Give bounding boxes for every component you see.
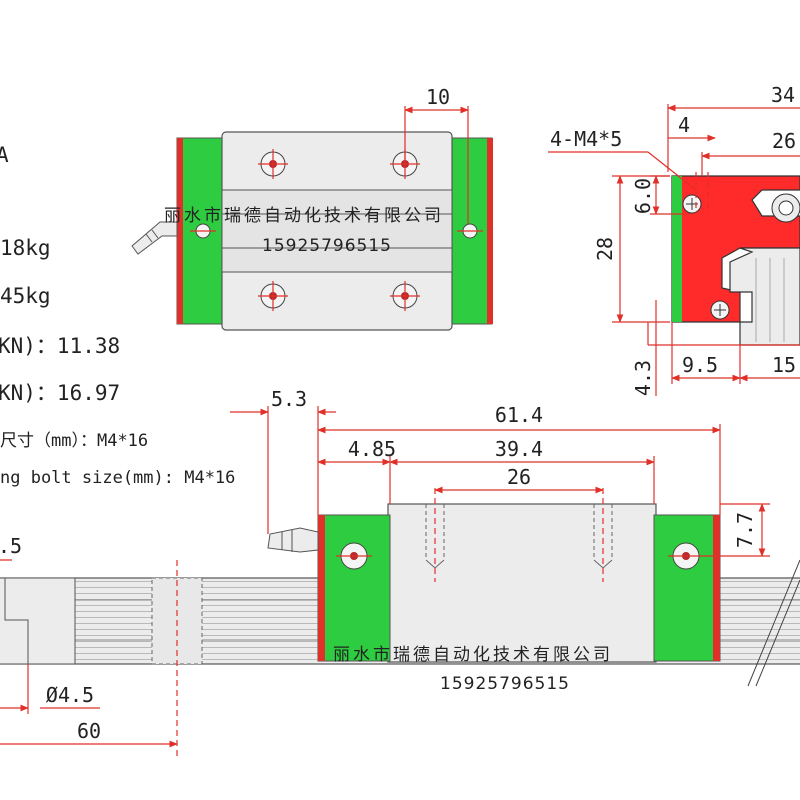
front-carriage-body bbox=[387, 503, 657, 663]
front-thread-hole-left bbox=[425, 488, 445, 582]
top-end-seal-edge-right bbox=[487, 138, 493, 324]
spec-line-1: A bbox=[0, 143, 9, 167]
top-hole-1 bbox=[258, 149, 288, 179]
dim-side-rail-offset: 9.5 bbox=[682, 353, 718, 377]
front-end-seal-right bbox=[653, 514, 721, 662]
front-view: 5.3 61.4 4.85 39.4 26 7.7 7.5 Ø4.5 60 bbox=[0, 387, 800, 760]
spec-line-4: KN)：11.38 bbox=[0, 334, 121, 358]
front-grease-nipple bbox=[267, 527, 319, 553]
top-view: 10 bbox=[131, 85, 493, 331]
top-end-seal-edge-left bbox=[177, 138, 183, 324]
dim-front-nipple: 5.3 bbox=[271, 387, 307, 411]
side-view: 34 4 26 4-M4*5 6.0 28 4.3 9.5 15 bbox=[548, 83, 800, 396]
spec-line-7: ng bolt size(mm): M4*16 bbox=[0, 468, 236, 488]
dim-front-hole-pitch: 26 bbox=[507, 465, 531, 489]
dim-side-thread: 4-M4*5 bbox=[550, 127, 622, 151]
spec-line-5: KN)：16.97 bbox=[0, 381, 121, 405]
top-grease-nipple bbox=[131, 221, 178, 255]
side-block-section bbox=[671, 175, 800, 323]
front-rail-end bbox=[0, 577, 76, 665]
dim-rail-partial: 7.5 bbox=[0, 534, 22, 558]
dim-rail-hole-dia: Ø4.5 bbox=[46, 683, 94, 707]
dim-side-offset: 4 bbox=[678, 113, 690, 137]
top-hole-4 bbox=[390, 281, 420, 311]
watermark-phone-bottom: 15925796515 bbox=[440, 674, 570, 694]
dim-side-total-width: 34 bbox=[771, 83, 795, 107]
top-hole-3 bbox=[258, 281, 288, 311]
watermark-phone-top: 15925796515 bbox=[262, 236, 392, 256]
dim-side-rail-width: 15 bbox=[772, 353, 796, 377]
dim-front-hole-height: 7.7 bbox=[733, 512, 757, 548]
dim-side-hole-pitch: 26 bbox=[772, 129, 796, 153]
watermark-company-top: 丽水市瑞德自动化技术有限公司 bbox=[164, 206, 444, 226]
spec-line-3: 45kg bbox=[0, 284, 51, 308]
dim-side-thread-depth: 6.0 bbox=[631, 178, 655, 214]
dim-top-hole-pitch: 10 bbox=[426, 85, 450, 109]
dim-side-height: 28 bbox=[593, 237, 617, 261]
dim-front-body-length: 39.4 bbox=[495, 437, 543, 461]
top-rail-band bbox=[221, 189, 453, 273]
front-thread-hole-right bbox=[593, 488, 613, 582]
spec-line-6: 尺寸（mm）：M4*16 bbox=[0, 431, 149, 451]
dim-front-end-offset: 4.85 bbox=[348, 437, 396, 461]
side-rail-profile bbox=[729, 247, 800, 346]
dim-side-bottom-gap: 4.3 bbox=[631, 360, 655, 396]
dim-front-total-length: 61.4 bbox=[495, 403, 543, 427]
side-end-seal-strip bbox=[672, 176, 682, 322]
watermark-company-bottom: 丽水市瑞德自动化技术有限公司 bbox=[333, 645, 613, 665]
spec-line-2: 18kg bbox=[0, 236, 51, 260]
front-end-seal-left bbox=[317, 514, 391, 662]
dim-rail-pitch: 60 bbox=[77, 719, 101, 743]
